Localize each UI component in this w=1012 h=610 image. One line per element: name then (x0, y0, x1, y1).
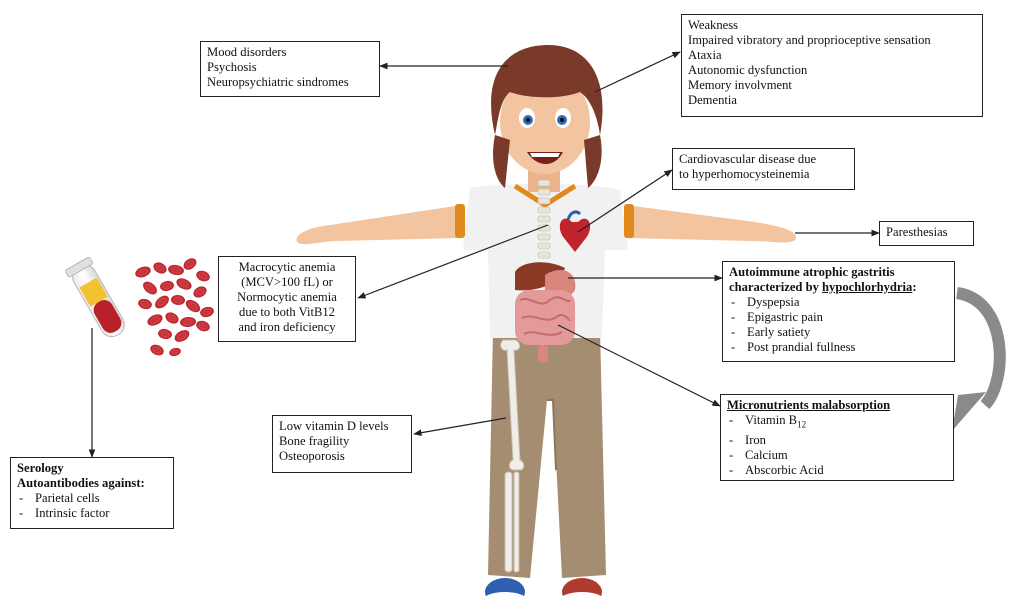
mood-line: Neuropsychiatric sindromes (207, 75, 373, 90)
micronutrients-title: Micronutrients malabsorption (727, 398, 947, 413)
cardio-line: Cardiovascular disease due (679, 152, 848, 167)
gastritis-box: Autoimmune atrophic gastritis characteri… (722, 261, 955, 362)
list-item: Calcium (727, 448, 947, 463)
anemia-line: Normocytic anemia (225, 290, 349, 305)
list-item: Abscorbic Acid (727, 463, 947, 478)
paresthesias-box: Paresthesias (879, 221, 974, 246)
gastritis-list: Dyspepsia Epigastric pain Early satiety … (729, 295, 948, 355)
cardiovascular-box: Cardiovascular disease due to hyperhomoc… (672, 148, 855, 190)
arrow-head-to-neuro (595, 52, 680, 92)
bone-line: Osteoporosis (279, 449, 405, 464)
gastritis-title: Autoimmune atrophic gastritis (729, 265, 948, 280)
list-item: Iron (727, 433, 947, 448)
bone-line: Bone fragility (279, 434, 405, 449)
spine (538, 180, 550, 258)
anemia-line: (MCV>100 fL) or (225, 275, 349, 290)
bone-line: Low vitamin D levels (279, 419, 405, 434)
red-blood-cells (134, 256, 215, 358)
list-item: Parietal cells (17, 491, 167, 506)
left-arm (297, 205, 462, 244)
list-item: Vitamin B12 (727, 413, 947, 433)
paresthesias-text: Paresthesias (886, 225, 967, 240)
anemia-line: and iron deficiency (225, 320, 349, 335)
list-item: Intrinsic factor (17, 506, 167, 521)
list-item: Early satiety (729, 325, 948, 340)
mood-disorders-box: Mood disorders Psychosis Neuropsychiatri… (200, 41, 380, 97)
mood-line: Mood disorders (207, 45, 373, 60)
neuro-line: Dementia (688, 93, 976, 108)
serology-box: Serology Autoantibodies against: Parieta… (10, 457, 174, 529)
neuro-line: Ataxia (688, 48, 976, 63)
micronutrients-list: Vitamin B12 Iron Calcium Abscorbic Acid (727, 413, 947, 478)
serology-title: Serology (17, 461, 167, 476)
neurologic-symptoms-box: Weakness Impaired vibratory and proprioc… (681, 14, 983, 117)
blood-test-tube (65, 257, 130, 342)
neuro-line: Impaired vibratory and proprioceptive se… (688, 33, 976, 48)
serology-list: Parietal cells Intrinsic factor (17, 491, 167, 521)
anemia-line: Macrocytic anemia (225, 260, 349, 275)
gastritis-title-line2: characterized by hypochlorhydria: (729, 280, 948, 295)
right-arm (625, 205, 796, 243)
cycle-arrow (957, 293, 1000, 405)
neuro-line: Autonomic dysfunction (688, 63, 976, 78)
list-item: Epigastric pain (729, 310, 948, 325)
serology-subtitle: Autoantibodies against: (17, 476, 167, 491)
neuro-line: Memory involvment (688, 78, 976, 93)
mood-line: Psychosis (207, 60, 373, 75)
list-item: Post prandial fullness (729, 340, 948, 355)
micronutrients-box: Micronutrients malabsorption Vitamin B12… (720, 394, 954, 481)
anemia-line: due to both VitB12 (225, 305, 349, 320)
anemia-box: Macrocytic anemia (MCV>100 fL) or Normoc… (218, 256, 356, 342)
bone-box: Low vitamin D levels Bone fragility Oste… (272, 415, 412, 473)
neuro-line: Weakness (688, 18, 976, 33)
cardio-line: to hyperhomocysteinemia (679, 167, 848, 182)
list-item: Dyspepsia (729, 295, 948, 310)
